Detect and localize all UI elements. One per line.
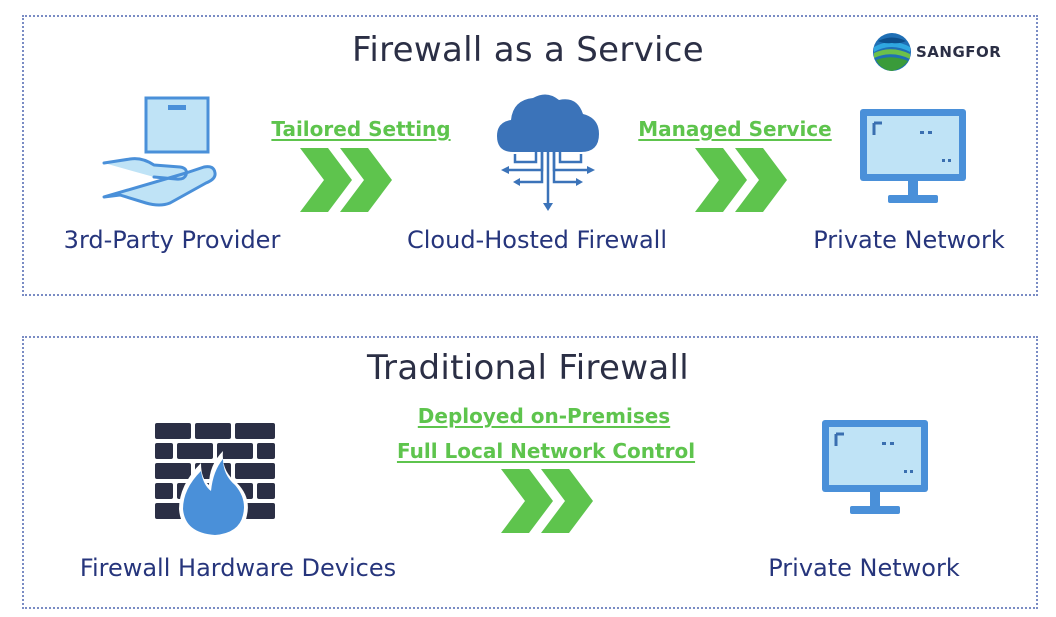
monitor-icon: [860, 109, 966, 203]
double-chevron-icon: [501, 469, 593, 533]
tailored-setting-label: Tailored Setting: [271, 117, 451, 141]
faas-panel: [22, 15, 1038, 296]
provider-label: 3rd-Party Provider: [63, 226, 281, 254]
full-local-control-label: Full Local Network Control: [396, 439, 696, 463]
deployed-on-premises-label: Deployed on-Premises: [417, 404, 671, 428]
cloud-firewall-label: Cloud-Hosted Firewall: [407, 226, 667, 254]
traditional-title: Traditional Firewall: [366, 348, 690, 388]
hardware-devices-label: Firewall Hardware Devices: [79, 554, 397, 582]
brand-logo: SANGFOR: [872, 32, 1001, 72]
managed-service-label: Managed Service: [638, 117, 832, 141]
double-chevron-icon: [695, 148, 787, 212]
traditional-panel: [22, 336, 1038, 609]
hand-box-icon: [102, 96, 217, 207]
faas-private-network-label: Private Network: [813, 226, 1005, 254]
double-chevron-icon: [300, 148, 392, 212]
monitor-icon: [822, 420, 928, 514]
traditional-private-network-label: Private Network: [768, 554, 960, 582]
faas-title: Firewall as a Service: [352, 30, 704, 70]
cloud-network-icon: [497, 94, 599, 211]
brick-wall-fire-icon: [155, 423, 275, 539]
brand-name: SANGFOR: [916, 43, 1002, 61]
sangfor-logo-icon: [873, 33, 911, 71]
